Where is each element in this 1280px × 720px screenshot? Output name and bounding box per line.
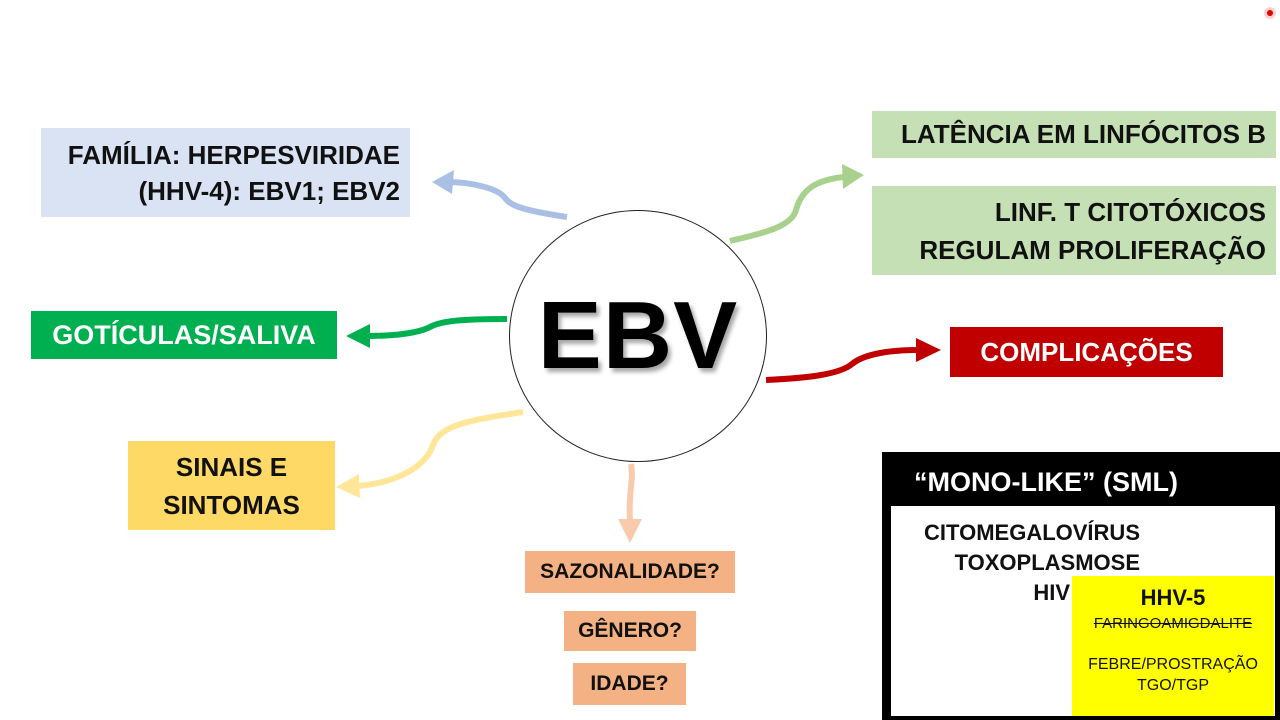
arrow-sazonalidade: [626, 463, 635, 521]
hhv5-box: HHV-5 FARINGOAMIGDALITE FEBRE/PROSTRAÇÃO…: [1072, 576, 1274, 716]
sinais-box: SINAIS E SINTOMAS: [128, 441, 335, 530]
familia-line1: FAMÍLIA: HERPESVIRIDAE: [67, 139, 400, 170]
arrow-complicacoes: [765, 347, 919, 383]
arrow-goticulas: [364, 316, 508, 339]
genero-box: GÊNERO?: [564, 611, 696, 651]
hhv5-line2: TGO/TGP: [1137, 677, 1209, 694]
latencia-box: LATÊNCIA EM LINFÓCITOS B: [872, 111, 1276, 158]
sazonalidade-label: SAZONALIDADE?: [540, 560, 720, 583]
arrow-goticulas-head: [346, 324, 370, 348]
mono-like-items: CITOMEGALOVÍRUS TOXOPLASMOSE HIV: [900, 518, 1140, 608]
arrow-latencia: [729, 174, 844, 244]
ebv-label: EBV: [537, 282, 739, 389]
arrow-familia-head: [432, 170, 454, 194]
recording-indicator-icon: [1264, 7, 1276, 19]
ebv-circle: EBV: [509, 210, 767, 462]
complicacoes-box: COMPLICAÇÕES: [950, 327, 1223, 377]
arrow-sinais: [356, 409, 524, 489]
linf-t-line2: REGULAM PROLIFERAÇÃO: [919, 234, 1266, 265]
sazonalidade-box: SAZONALIDADE?: [525, 551, 735, 593]
mono-like-title: “MONO-LIKE” (SML): [914, 466, 1178, 497]
hhv5-struck: FARINGOAMIGDALITE: [1093, 615, 1253, 632]
arrow-latencia-head: [842, 164, 864, 189]
linf-t-line1: LINF. T CITOTÓXICOS: [994, 196, 1266, 227]
idade-box: IDADE?: [573, 663, 686, 705]
familia-line2: (HHV-4): EBV1; EBV2: [138, 175, 401, 206]
sinais-line1: SINAIS E: [175, 451, 288, 482]
complicacoes-label: COMPLICAÇÕES: [980, 336, 1193, 367]
familia-box: FAMÍLIA: HERPESVIRIDAE (HHV-4): EBV1; EB…: [41, 128, 410, 217]
arrow-familia: [446, 179, 568, 220]
mono-item-toxo: TOXOPLASMOSE: [954, 550, 1140, 575]
goticulas-label: GOTÍCULAS/SALIVA: [52, 319, 316, 350]
linf-t-box: LINF. T CITOTÓXICOS REGULAM PROLIFERAÇÃO: [872, 186, 1276, 275]
arrow-sinais-head: [336, 474, 360, 498]
hhv5-title: HHV-5: [1140, 585, 1206, 610]
sinais-line2: SINTOMAS: [163, 489, 300, 520]
arrow-sazonalidade-head: [618, 519, 642, 543]
idade-label: IDADE?: [590, 672, 669, 695]
hhv5-line1: FEBRE/PROSTRAÇÃO: [1088, 656, 1258, 673]
arrow-complicacoes-head: [916, 338, 941, 362]
goticulas-box: GOTÍCULAS/SALIVA: [31, 311, 337, 359]
latencia-label: LATÊNCIA EM LINFÓCITOS B: [901, 119, 1266, 149]
genero-label: GÊNERO?: [578, 619, 682, 642]
mono-item-hiv: HIV: [1033, 580, 1070, 605]
mono-item-cmv: CITOMEGALOVÍRUS: [924, 520, 1140, 545]
